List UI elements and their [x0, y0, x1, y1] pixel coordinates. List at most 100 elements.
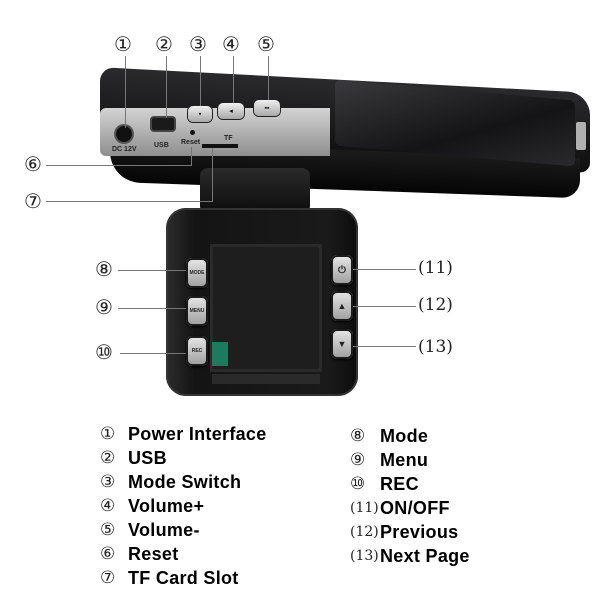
legend-label: Volume- — [128, 519, 200, 540]
rec-button-label: REC — [191, 348, 203, 354]
volume-up-button[interactable]: ◂ — [218, 103, 244, 119]
usb-label: USB — [154, 142, 169, 149]
dc-label: DC 12V — [112, 146, 137, 153]
leader-line-13 — [353, 346, 416, 347]
legend-label: TF Card Slot — [128, 567, 239, 588]
mode-switch-icon: ▪ — [198, 110, 202, 118]
callout-6: ⑥ — [24, 152, 42, 176]
legend-item: (12) Previous — [350, 520, 470, 544]
legend-item: ② USB — [100, 446, 267, 470]
volume-down-icon: ▪▪ — [264, 104, 270, 112]
leader-line-2 — [166, 56, 167, 118]
device-silver-edge — [576, 122, 586, 150]
lcd-screen-indicator — [212, 342, 228, 366]
leader-line-9 — [118, 308, 186, 309]
legend-item: ⑧ Mode — [350, 424, 470, 448]
reset-hole[interactable] — [190, 130, 195, 135]
legend-label: Mode Switch — [128, 471, 242, 492]
legend-label: Previous — [380, 521, 459, 542]
leader-line-4 — [233, 56, 234, 103]
rec-button[interactable]: REC — [186, 336, 208, 366]
leader-line-10 — [120, 353, 186, 354]
legend-number: ⑧ — [350, 426, 366, 446]
lcd-screen — [210, 244, 322, 372]
legend-number: (12) — [350, 524, 379, 540]
leader-line-6 — [46, 165, 192, 166]
legend-number: ⑥ — [100, 544, 116, 564]
menu-button-label: MENU — [189, 308, 205, 314]
legend-item: (11) ON/OFF — [350, 496, 470, 520]
leader-line-11 — [353, 269, 416, 270]
mode-switch-button[interactable]: ▪ — [188, 106, 212, 122]
legend-item: ⑨ Menu — [350, 448, 470, 472]
legend-left: ① Power Interface ② USB ③ Mode Switch ④ … — [100, 422, 267, 590]
next-page-button[interactable]: ▼ — [331, 329, 353, 359]
lcd-bottom-bezel — [212, 374, 320, 384]
legend-number: ① — [100, 424, 116, 444]
legend-item: (13) Next Page — [350, 544, 470, 568]
callout-11: (11) — [418, 258, 453, 278]
legend-item: ⑤ Volume- — [100, 518, 267, 542]
legend-label: Volume+ — [128, 495, 205, 516]
legend-item: ① Power Interface — [100, 422, 267, 446]
callout-9: ⑨ — [95, 295, 113, 319]
tf-label: TF — [224, 135, 233, 142]
legend-label: USB — [128, 447, 167, 468]
up-arrow-icon: ▲ — [337, 301, 347, 311]
callout-2: ② — [155, 32, 173, 56]
mode-button[interactable]: MODE — [186, 258, 208, 288]
legend-right: ⑧ Mode ⑨ Menu ⑩ REC (11) ON/OFF (12) Pre… — [350, 424, 470, 568]
legend-item: ⑦ TF Card Slot — [100, 566, 267, 590]
legend-number: ⑨ — [350, 450, 366, 470]
device-hinge — [200, 168, 310, 214]
leader-line-1 — [125, 56, 126, 128]
reset-label: Reset — [181, 139, 201, 146]
leader-line-8 — [118, 270, 186, 271]
legend-item: ③ Mode Switch — [100, 470, 267, 494]
legend-number: (11) — [350, 500, 379, 516]
callout-1: ① — [114, 32, 132, 56]
legend-number: ⑤ — [100, 520, 116, 540]
legend-number: ④ — [100, 496, 116, 516]
callout-7: ⑦ — [24, 189, 42, 213]
previous-button[interactable]: ▲ — [331, 291, 353, 321]
leader-line-3 — [200, 56, 201, 106]
callout-5: ⑤ — [257, 32, 275, 56]
menu-button[interactable]: MENU — [186, 296, 208, 326]
power-button[interactable]: ⏻ — [331, 255, 353, 285]
legend-label: ON/OFF — [380, 497, 450, 518]
leader-line-6b — [191, 147, 192, 166]
legend-label: Menu — [380, 449, 429, 470]
volume-up-icon: ◂ — [229, 108, 233, 115]
legend-label: Next Page — [380, 545, 470, 566]
legend-number: ⑦ — [100, 568, 116, 588]
legend-number: ② — [100, 448, 116, 468]
dash-cam-illustration: DC 12V USB Reset TF ▪ ◂ ▪▪ MODE MENU REC… — [24, 32, 590, 396]
down-arrow-icon: ▼ — [337, 339, 347, 349]
callout-3: ③ — [189, 32, 207, 56]
leader-line-5 — [268, 56, 269, 100]
tf-card-slot[interactable] — [202, 144, 238, 148]
legend-number: (13) — [350, 548, 379, 564]
callout-4: ④ — [222, 32, 240, 56]
legend-label: REC — [380, 473, 419, 494]
power-icon: ⏻ — [338, 264, 346, 276]
dc-power-jack[interactable] — [116, 126, 132, 142]
callout-10: ⑩ — [95, 340, 113, 364]
mode-button-label: MODE — [189, 270, 205, 276]
device-silver-band — [100, 108, 330, 156]
leader-line-7b — [212, 148, 213, 202]
legend-number: ⑩ — [350, 474, 366, 494]
legend-item: ⑥ Reset — [100, 542, 267, 566]
usb-port[interactable] — [152, 118, 174, 130]
legend-label: Mode — [380, 425, 429, 446]
callout-8: ⑧ — [95, 257, 113, 281]
callout-12: (12) — [418, 295, 453, 315]
leader-line-12 — [353, 306, 416, 307]
legend-label: Power Interface — [128, 423, 267, 444]
legend-label: Reset — [128, 543, 179, 564]
legend-item: ④ Volume+ — [100, 494, 267, 518]
volume-down-button[interactable]: ▪▪ — [254, 100, 280, 116]
leader-line-7 — [46, 201, 212, 202]
legend-number: ③ — [100, 472, 116, 492]
